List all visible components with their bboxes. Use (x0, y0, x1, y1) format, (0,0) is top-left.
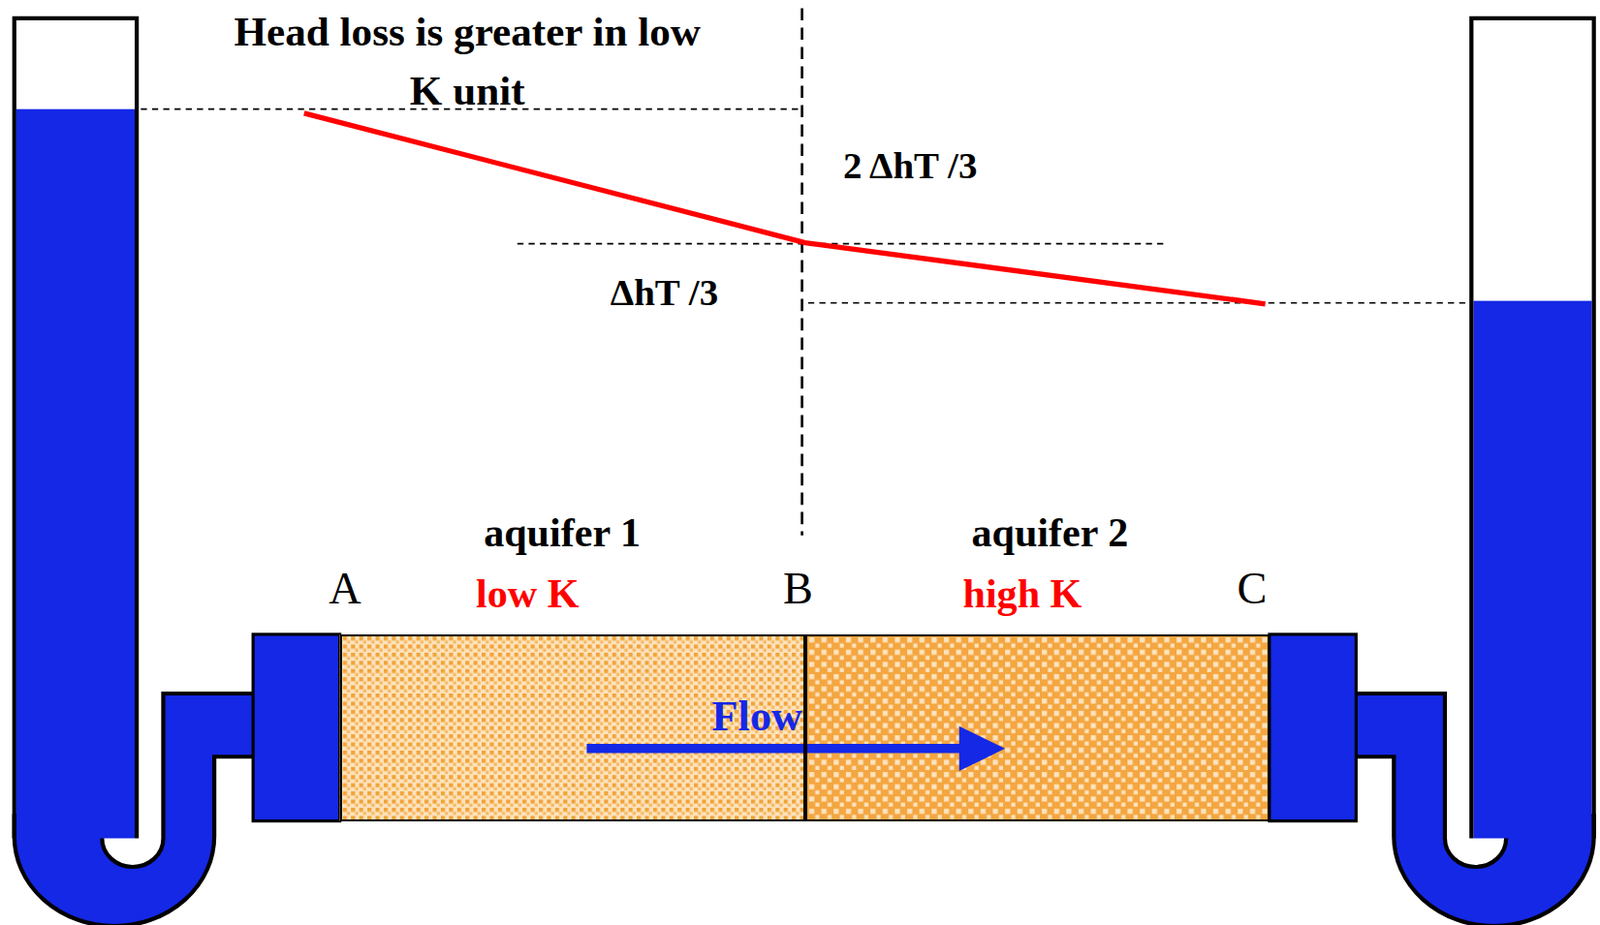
flow-arrow (586, 744, 965, 753)
coarse-sand (805, 634, 1270, 822)
inlet-cap (252, 634, 340, 822)
note-text: Head loss is greater in low K unit (227, 1, 708, 121)
flow-arrowhead (959, 726, 1005, 772)
outlet-cap (1269, 634, 1356, 822)
unit-property: high K (962, 571, 1082, 617)
right-standpipe (1352, 18, 1594, 925)
left-standpipe (14, 18, 255, 925)
unit-name: aquifer 1 (483, 509, 641, 555)
aquifer-unit: aquifer 2high K (805, 634, 1270, 822)
head-profile (304, 113, 1266, 305)
point-label: A (328, 564, 361, 615)
flow-label: Flow (712, 693, 803, 742)
point-label: C (1237, 564, 1268, 615)
unit-property: low K (475, 571, 579, 617)
guide-lines (140, 109, 1470, 304)
head-drop-label: ΔhT /3 (610, 272, 719, 314)
head-drop-label: 2 ΔhT /3 (843, 145, 977, 188)
fine-sand (340, 634, 806, 822)
divider-line (800, 7, 804, 535)
point-label: B (783, 564, 814, 615)
unit-name: aquifer 2 (971, 509, 1129, 555)
